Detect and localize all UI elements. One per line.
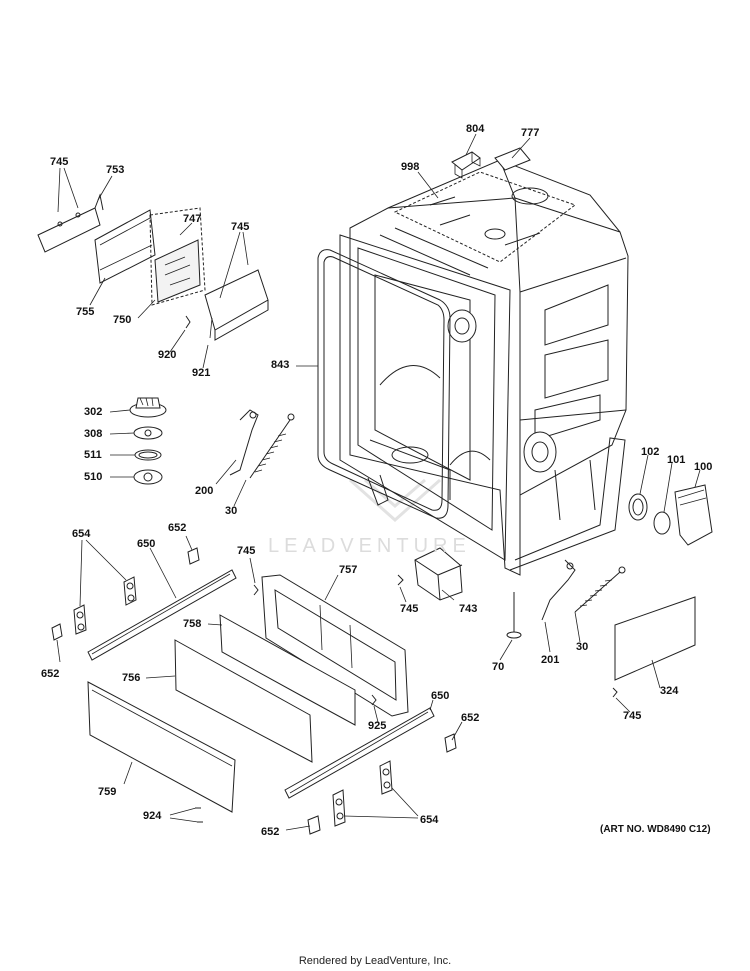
spring-30-right (574, 566, 626, 613)
clip-652-b (187, 547, 200, 565)
callout-30-left: 30 (225, 505, 238, 517)
callout-654-b: 654 (420, 814, 439, 826)
callout-925: 925 (368, 720, 387, 732)
callout-750: 750 (113, 314, 132, 326)
spring-30-left (249, 413, 295, 479)
screw-925 (371, 694, 377, 706)
callout-654-a: 654 (72, 528, 91, 540)
hinge-201 (541, 559, 576, 621)
shield-755 (94, 209, 156, 284)
callout-758: 758 (183, 618, 202, 630)
screw-745-d (397, 574, 404, 586)
callout-998: 998 (401, 161, 420, 173)
footer-credit: Rendered by LeadVenture, Inc. (298, 955, 452, 967)
kickplate-759 (87, 681, 236, 813)
callout-308: 308 (84, 428, 103, 440)
callout-200: 200 (195, 485, 214, 497)
box-743 (414, 547, 463, 601)
callout-745-b: 745 (231, 221, 250, 233)
callout-920: 920 (158, 349, 177, 361)
callout-324: 324 (660, 685, 679, 697)
callout-755: 755 (76, 306, 95, 318)
callout-745-d: 745 (400, 603, 419, 615)
screw-920 (185, 315, 191, 329)
callout-747: 747 (183, 213, 202, 225)
callout-652-a: 652 (168, 522, 187, 534)
art-number: (ART NO. WD8490 C12) (600, 824, 711, 835)
callout-652-b: 652 (41, 668, 60, 680)
rail-650-upper (87, 569, 237, 661)
callout-201: 201 (541, 654, 560, 666)
gasket-511 (134, 449, 162, 461)
callout-804: 804 (466, 123, 485, 135)
callout-743: 743 (459, 603, 478, 615)
callout-70: 70 (492, 661, 505, 673)
callout-101: 101 (667, 454, 686, 466)
screw-745-c (253, 584, 259, 596)
callout-302: 302 (84, 406, 103, 418)
callout-777: 777 (521, 127, 540, 139)
hinge-200 (229, 409, 259, 476)
callout-745-c: 745 (237, 545, 256, 557)
callout-843: 843 (271, 359, 290, 371)
callout-753: 753 (106, 164, 125, 176)
rail-650-lower (284, 707, 435, 799)
callout-102: 102 (641, 446, 660, 458)
callout-510: 510 (84, 471, 103, 483)
watermark-logo (349, 478, 441, 523)
callout-100: 100 (694, 461, 713, 473)
ring-101 (653, 511, 671, 535)
clip-652-c (444, 733, 457, 753)
callout-650-a: 650 (137, 538, 156, 550)
callout-921: 921 (192, 367, 211, 379)
control-board-750 (149, 207, 206, 306)
clip-652-a (51, 623, 63, 641)
callout-745-e: 745 (623, 710, 642, 722)
callout-924: 924 (143, 810, 162, 822)
panel-758 (219, 614, 356, 726)
pump-510 (133, 469, 163, 485)
tub-assembly (317, 147, 629, 576)
callout-745-a: 745 (50, 156, 69, 168)
roller-654-upper (73, 576, 137, 635)
watermark-text: LEADVENTURE (268, 535, 471, 557)
pump-302 (129, 397, 167, 418)
leg-70 (506, 592, 522, 639)
callout-652-c: 652 (461, 712, 480, 724)
callout-756: 756 (122, 672, 141, 684)
panel-756 (174, 639, 313, 763)
control-housing-921 (204, 269, 269, 341)
callout-511: 511 (84, 449, 102, 461)
pump-308 (133, 426, 163, 440)
frame-757 (261, 574, 409, 717)
clip-652-d (307, 815, 321, 835)
part-100 (674, 484, 713, 546)
screw-745-e (612, 687, 618, 698)
panel-324 (614, 596, 696, 681)
leader-lines (56, 133, 701, 831)
part-102 (628, 493, 648, 521)
roller-654-lower (332, 760, 393, 827)
screw-924 (195, 807, 203, 823)
callout-757: 757 (339, 564, 358, 576)
callout-652-d: 652 (261, 826, 280, 838)
callout-30-right: 30 (576, 641, 589, 653)
callout-650-b: 650 (431, 690, 450, 702)
bracket-753 (37, 193, 104, 253)
callout-759: 759 (98, 786, 117, 798)
